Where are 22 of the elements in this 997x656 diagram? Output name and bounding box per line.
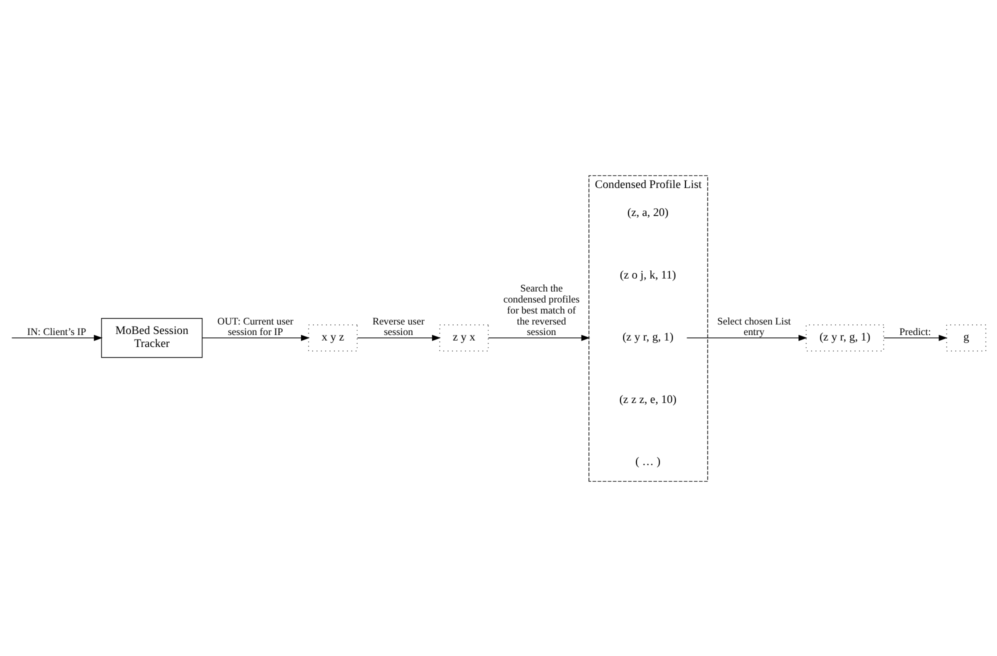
edge-label: Predict: (899, 326, 931, 338)
arrow (488, 334, 590, 340)
edge-label: Select chosen List entry (717, 316, 791, 338)
edge-label: Search the condensed profiles for best match of the reversed session (503, 283, 580, 338)
node-box: MoBed Session Tracker (101, 318, 203, 358)
node-text: ( … ) (635, 454, 660, 468)
node-text: (z, a, 20) (627, 206, 669, 219)
node-text: (z z z, e, 10) (619, 392, 677, 406)
node-text: (z y r, g, 1) (622, 330, 674, 344)
arrow (202, 334, 310, 340)
node-box: x y z (308, 324, 358, 351)
node-text: (z o j, k, 11) (620, 268, 676, 281)
arrow (357, 334, 441, 340)
node-box: (z y r, g, 1) (806, 324, 884, 351)
arrow (11, 334, 103, 340)
edge-label: Reverse user session (372, 316, 424, 338)
arrow (686, 334, 808, 340)
edge-label: OUT: Current user session for IP (217, 316, 294, 338)
node-box: z y x (439, 324, 489, 351)
edge-label: IN: Client’s IP (27, 326, 86, 338)
node-box: g (946, 324, 986, 351)
arrow (884, 334, 948, 340)
